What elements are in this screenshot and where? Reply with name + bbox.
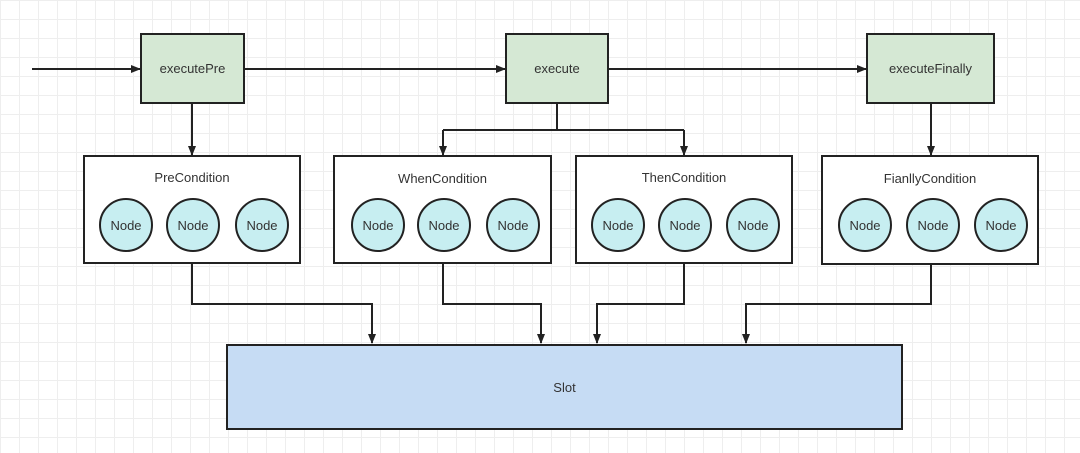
fianllycondition-to-slot-arrow [742, 264, 932, 344]
fianllycondition-node-3[interactable]: Node [974, 198, 1028, 252]
thencondition-box[interactable]: ThenCondition Node Node Node [575, 155, 793, 264]
precondition-node-3[interactable]: Node [235, 198, 289, 252]
executepre-label: executePre [159, 61, 226, 76]
fianllycondition-node-2[interactable]: Node [906, 198, 960, 252]
whencondition-node-1[interactable]: Node [351, 198, 405, 252]
precondition-box[interactable]: PreCondition Node Node Node [83, 155, 301, 264]
executefinally-box[interactable]: executeFinally [866, 33, 995, 104]
whencondition-box[interactable]: WhenCondition Node Node Node [333, 155, 552, 264]
fianllycondition-node-1[interactable]: Node [838, 198, 892, 252]
execute-split-line [443, 104, 684, 131]
precondition-node-2[interactable]: Node [166, 198, 220, 252]
thencondition-node-1[interactable]: Node [591, 198, 645, 252]
execute-label: execute [534, 61, 580, 76]
slot-box[interactable]: Slot [226, 344, 903, 430]
thencondition-title: ThenCondition [641, 170, 727, 185]
whencondition-node-2[interactable]: Node [417, 198, 471, 252]
fianllycondition-title: FianllyCondition [883, 171, 977, 186]
precondition-node-1[interactable]: Node [99, 198, 153, 252]
thencondition-node-3[interactable]: Node [726, 198, 780, 252]
whencondition-to-slot-arrow [442, 264, 545, 344]
executefinally-label: executeFinally [888, 61, 973, 76]
thencondition-node-2[interactable]: Node [658, 198, 712, 252]
whencondition-node-3[interactable]: Node [486, 198, 540, 252]
slot-label: Slot [553, 379, 576, 395]
whencondition-title: WhenCondition [398, 171, 487, 186]
precondition-title: PreCondition [154, 170, 230, 185]
executepre-box[interactable]: executePre [140, 33, 245, 104]
fianllycondition-box[interactable]: FianllyCondition Node Node Node [821, 155, 1039, 265]
thencondition-to-slot-arrow [593, 264, 685, 344]
precondition-to-slot-arrow [191, 264, 376, 344]
execute-box[interactable]: execute [505, 33, 609, 104]
